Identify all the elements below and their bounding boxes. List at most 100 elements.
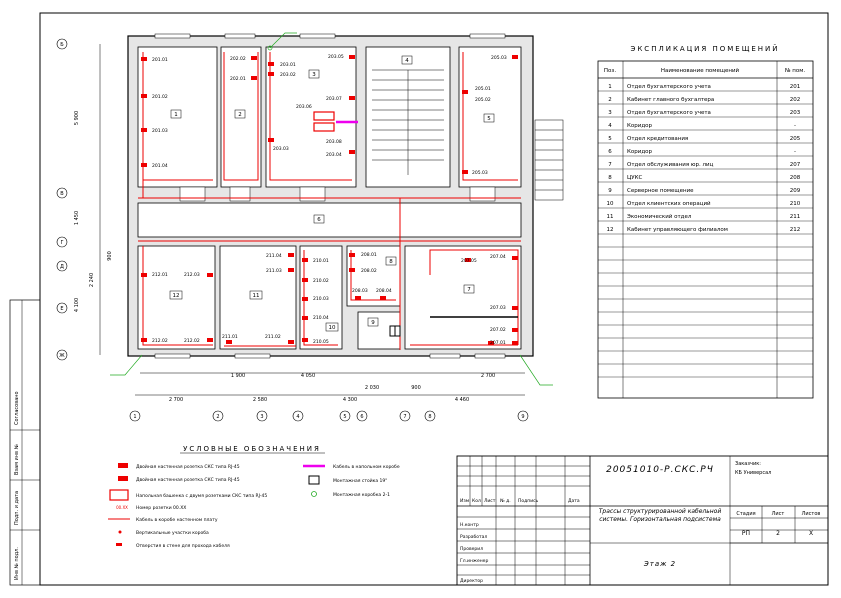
axis-left-label: Д [60,264,64,270]
axis-bottom-label: 6 [360,414,363,420]
dim-label: 900 [411,385,421,391]
legend-label: Монтажная коробка 2-1 [333,492,390,498]
legend-hole-icon [116,543,122,546]
outlet-label: 201.03 [152,128,168,134]
outlet-label: 207.01 [490,340,506,346]
legend-label: Вертикальные участки короба [136,530,209,536]
room-label-6: 6 [317,217,321,223]
axis-bottom-label: 3 [260,414,263,420]
legend-number-sample: 00.ХХ [116,505,128,510]
dim-label: 2 240 [89,273,95,287]
side-stamp-label-2: Взам инв № [14,443,20,475]
table-cell: 8 [608,175,612,181]
side-stamp: Согласовано Взам инв № Подп. и дата Инв … [9,299,41,586]
explication-table: ЭКСПЛИКАЦИЯ ПОМЕЩЕНИЙ Поз. Наименование … [597,44,814,399]
column-label: Лист [484,498,496,504]
floor-plan: 1 2 3 4 5 6 7 8 9 10 11 12 201.01 [56,32,564,422]
sheets-label: Листов [802,511,821,517]
table-header: Наименование помещений [661,67,740,74]
outlet-label: 211.03 [266,268,282,274]
outlet-label: 205.03 [491,55,507,61]
table-cell: 202 [790,97,801,103]
room-label-7: 7 [467,287,471,293]
role-label: Разработал [460,534,487,540]
table-cell: Отдел бухгалтерского учета [627,110,711,116]
dim-label: 5 900 [74,111,80,125]
customer-label: Заказчик: [735,461,761,467]
role-label: Проверил [460,546,483,552]
outlet-label: 202.01 [230,76,246,82]
room-label-2: 2 [238,112,242,118]
table-cell: 210 [790,201,801,207]
room-label-1: 1 [174,112,178,118]
table-cell: 208 [790,175,801,181]
dim-label: 900 [107,251,113,261]
outlet-labels: 201.01 201.02 201.03 201.04 202.02 202.0… [152,54,507,346]
drawing-description: Трассы структурированной кабельной систе… [598,508,722,523]
axis-left-label: Е [60,306,63,312]
table-cell: Отдел клиентских операций [627,200,711,207]
table-cell: 205 [790,136,801,142]
outlet-label: 207.05 [461,258,477,264]
outlet-label: 208.04 [376,288,392,294]
outlet-label: 203.07 [326,96,342,102]
table-cell: ЦУКС [627,175,643,181]
sheet-value: 2 [776,530,780,537]
outlet-label: 201.02 [152,94,168,100]
explication-title: ЭКСПЛИКАЦИЯ ПОМЕЩЕНИЙ [630,44,779,53]
dim-label: 4 050 [301,373,315,379]
role-label: Н.контр [460,522,479,528]
legend: УСЛОВНЫЕ ОБОЗНАЧЕНИЯ 00.ХХ Двойная насте… [108,445,400,549]
table-cell: Коридор [627,123,653,129]
dim-label: 2 700 [169,397,183,403]
dim-label: 2 580 [253,397,267,403]
axis-bottom-label: 5 [343,414,346,420]
table-cell: Отдел бухгалтерского учета [627,84,711,90]
outlet-label: 203.08 [326,139,342,145]
table-cell: 7 [608,162,612,168]
floor-label: Этаж 2 [643,560,676,568]
column-label: № д. [500,498,511,504]
table-cell: 212 [790,227,801,233]
axis-left-label: Ж [59,353,65,359]
outlet-label: 212.01 [152,272,168,278]
table-cell: - [794,123,796,129]
outlet-label: 201.01 [152,57,168,63]
axis-bottom-label: 1 [133,414,136,420]
table-cell: Кабинет управляющего филиалом [627,227,728,233]
table-cell: 203 [790,110,801,116]
role-label: Директор [460,578,483,584]
outlet-label: 212.02 [184,338,200,344]
table-cell: 209 [790,188,801,194]
outlet-label: 210.01 [313,258,329,264]
legend-label: Двойная настенная розетка СКС типа RJ-45 [136,476,240,483]
outlet-label: 207.04 [490,254,506,260]
outlet-label: 203.04 [326,152,342,158]
legend-tower-icon [109,489,129,501]
room-3 [265,46,357,188]
sheet-frame [39,12,829,586]
table-cell: Серверное помещение [627,188,694,194]
room-label-5: 5 [487,116,491,122]
table-cell: 201 [790,84,801,90]
external-stair [534,119,564,201]
customer-name: КБ Универсал [735,470,771,476]
sheets-value: Х [809,530,813,537]
room-number-labels: 1 2 3 4 5 6 7 8 9 10 11 12 [169,55,495,332]
dim-label: 4 100 [74,298,80,312]
outlet-label: 208.02 [361,268,377,274]
outlet-label: 205.03 [472,170,488,176]
table-cell: 12 [607,227,614,233]
legend-label: Напольная башенка с двумя розетками СКС … [136,493,267,499]
dim-label: 1 450 [74,211,80,225]
drawing-description-box: Трассы структурированной кабельной систе… [598,508,722,523]
column-label: Кол [472,498,481,504]
table-cell: 211 [790,214,801,220]
legend-outlet-icon [118,476,128,481]
room-label-3: 3 [312,72,316,78]
axis-bottom-label: 8 [428,414,431,420]
table-cell: Отдел кредитования [627,136,688,142]
side-stamp-label-3: Подп. и дата [14,491,20,525]
table-cell: 9 [608,188,612,194]
outlet-label: 203.02 [280,72,296,78]
